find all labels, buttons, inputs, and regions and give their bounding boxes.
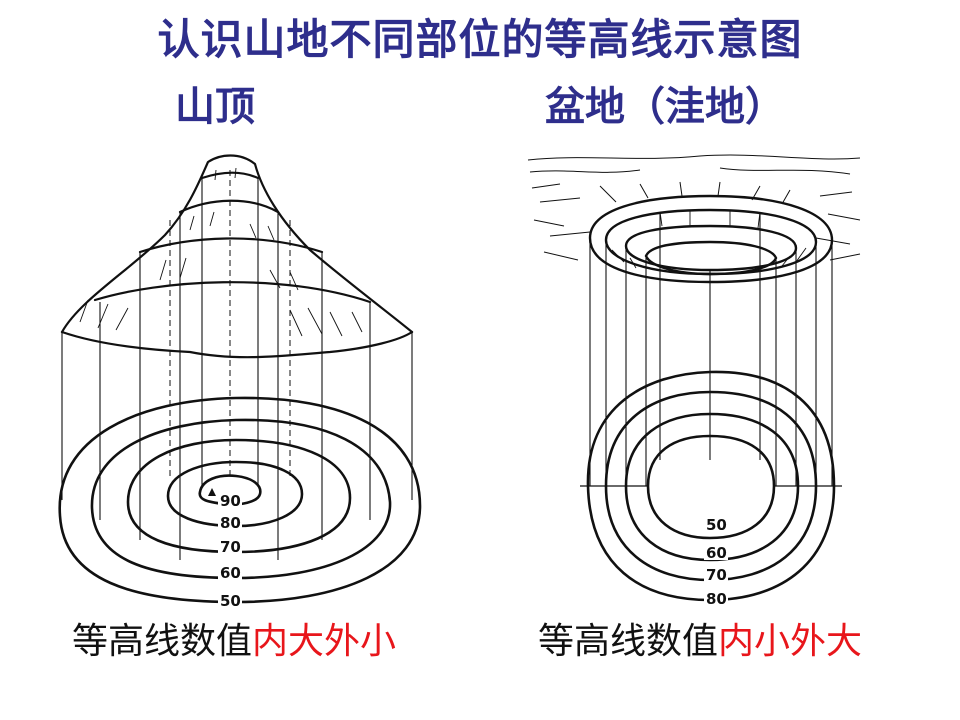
peak-caption-highlight: 内大外小 xyxy=(252,621,396,662)
peak-diagram: 90 80 70 60 50 xyxy=(40,140,440,610)
peak-caption: 等高线数值内大外小 xyxy=(72,612,396,664)
peak-band-2 xyxy=(180,201,278,212)
peak-band-4 xyxy=(95,282,370,302)
peak-contour-label-90: 90 xyxy=(220,492,241,510)
basin-caption-highlight: 内小外大 xyxy=(718,621,862,662)
page-title: 认识山地不同部位的等高线示意图 xyxy=(0,6,960,67)
peak-base xyxy=(62,332,412,357)
peak-caption-prefix: 等高线数值 xyxy=(72,621,252,662)
peak-silhouette xyxy=(62,156,412,333)
peak-contour-label-60: 60 xyxy=(220,564,241,582)
peak-contour-label-50: 50 xyxy=(220,592,241,610)
basin-caption-prefix: 等高线数值 xyxy=(538,621,718,662)
basin-contour-label-80: 80 xyxy=(706,590,727,608)
peak-band-3 xyxy=(140,238,322,252)
peak-contour-label-80: 80 xyxy=(220,514,241,532)
basin-caption: 等高线数值内小外大 xyxy=(538,612,862,664)
peak-subtitle: 山顶 xyxy=(175,74,255,132)
basin-contour-label-70: 70 xyxy=(706,566,727,584)
peak-contour-label-70: 70 xyxy=(220,538,241,556)
summit-triangle-icon xyxy=(208,488,216,496)
basin-contour-label-60: 60 xyxy=(706,544,727,562)
basin-subtitle: 盆地（洼地） xyxy=(545,74,785,132)
basin-diagram: 50 60 70 80 xyxy=(520,140,870,610)
basin-contour-label-50: 50 xyxy=(706,516,727,534)
